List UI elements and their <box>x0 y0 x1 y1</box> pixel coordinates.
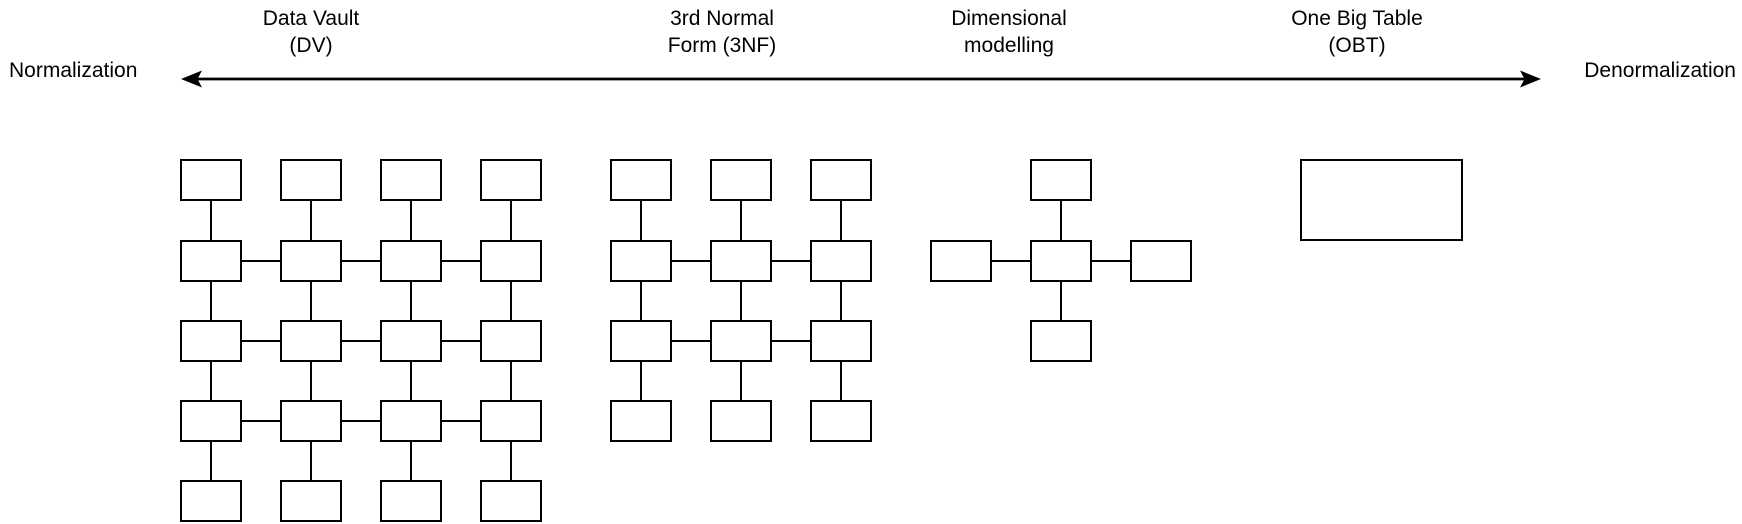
figure-labels: Data Vault (DV) 3rd Normal Form (3NF) Di… <box>263 7 1423 57</box>
table-box <box>480 159 542 201</box>
data-vault-label-line1: Data Vault <box>263 7 360 30</box>
dimensional-modelling-label-line1: Dimensional <box>951 7 1067 30</box>
table-box <box>810 240 872 282</box>
table-box <box>280 320 342 362</box>
table-box <box>1300 159 1463 241</box>
table-box <box>1030 320 1092 362</box>
table-box <box>1030 159 1092 201</box>
table-box <box>480 480 542 522</box>
table-box <box>380 400 442 442</box>
table-box <box>610 400 672 442</box>
table-box <box>380 320 442 362</box>
table-box <box>280 159 342 201</box>
figure-dimensional-modelling <box>930 159 1192 362</box>
arrowhead-right-icon <box>1520 70 1541 88</box>
schema-figures <box>180 159 1463 522</box>
table-box <box>930 240 992 282</box>
table-box <box>380 240 442 282</box>
normalization-label: Normalization <box>9 59 137 82</box>
table-box <box>380 480 442 522</box>
table-box <box>480 320 542 362</box>
table-box <box>180 320 242 362</box>
arrowhead-left-icon <box>181 70 202 88</box>
dimensional-modelling-label-line2: modelling <box>964 34 1054 57</box>
table-box <box>610 320 672 362</box>
table-box <box>610 240 672 282</box>
table-box <box>280 480 342 522</box>
table-box <box>610 159 672 201</box>
table-box <box>480 240 542 282</box>
table-box <box>810 320 872 362</box>
table-box <box>180 480 242 522</box>
figure-third-normal-form <box>610 159 872 442</box>
table-box <box>180 159 242 201</box>
one-big-table-label-line1: One Big Table <box>1291 7 1423 30</box>
third-normal-form-label-line1: 3rd Normal <box>670 7 774 30</box>
table-box <box>280 400 342 442</box>
table-box <box>180 240 242 282</box>
figure-one-big-table <box>1300 159 1463 241</box>
table-box <box>710 159 772 201</box>
data-vault-label-line2: (DV) <box>289 34 332 57</box>
table-box <box>280 240 342 282</box>
table-box <box>380 159 442 201</box>
table-box <box>810 400 872 442</box>
third-normal-form-label-line2: Form (3NF) <box>668 34 777 57</box>
table-box <box>480 400 542 442</box>
one-big-table-label-line2: (OBT) <box>1328 34 1385 57</box>
figure-data-vault <box>180 159 542 522</box>
table-box <box>710 320 772 362</box>
denormalization-label: Denormalization <box>1584 59 1736 82</box>
table-box <box>710 400 772 442</box>
table-box <box>180 400 242 442</box>
table-box <box>810 159 872 201</box>
table-box <box>1030 240 1092 282</box>
table-box <box>1130 240 1192 282</box>
spectrum-arrow <box>181 70 1541 88</box>
table-box <box>710 240 772 282</box>
